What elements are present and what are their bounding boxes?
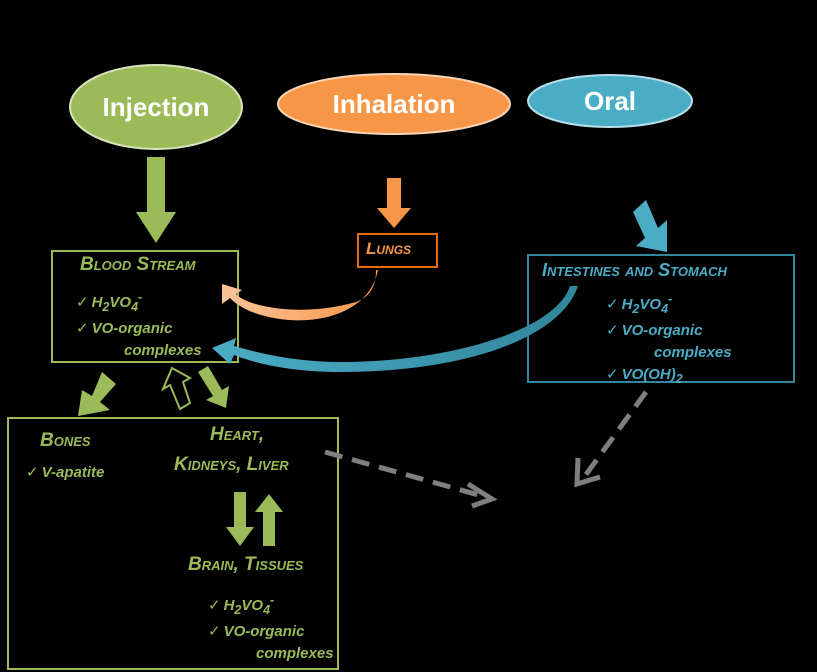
intestines-dashed-arrowhead [574, 457, 601, 488]
injection-ellipse [69, 64, 243, 150]
organs-dashed-arrow [324, 449, 487, 500]
injection-down-arrow [136, 157, 176, 243]
lungs-box [357, 233, 438, 268]
check-icon: ✓ [606, 296, 619, 313]
check-icon: ✓ [76, 320, 89, 337]
blood-item-2: ✓VO-organic [76, 320, 173, 337]
check-icon: ✓ [208, 597, 221, 614]
bones-items: ✓V-apatite [26, 462, 104, 484]
organs-box [7, 417, 339, 670]
brain-item-2: ✓VO-organic [208, 623, 305, 640]
check-icon: ✓ [208, 623, 221, 640]
intestines-items: ✓H2VO4- ✓VO-organic complexes ✓VO(OH)2 [606, 288, 732, 390]
brain-item-2b: complexes [256, 645, 334, 662]
lungs-title: Lungs [366, 239, 412, 258]
brain-title: Brain, Tissues [188, 554, 304, 575]
organs-title-line1: Heart, [210, 424, 265, 445]
blood-item-1: ✓H2VO4- [76, 290, 143, 314]
inhalation-ellipse [277, 73, 511, 135]
oral-label: Oral [583, 85, 637, 116]
check-icon: ✓ [606, 366, 619, 383]
brain-items: ✓H2VO4- ✓VO-organic complexes [208, 589, 334, 665]
lungs-to-blood-arrow [222, 270, 378, 321]
intestines-item-3: ✓VO(OH)2 [606, 366, 683, 386]
blood-to-bones-arrow [78, 372, 116, 416]
bones-title: Bones [40, 430, 91, 451]
intestines-to-blood-arrow [212, 286, 578, 372]
intestines-dashed-arrow [579, 390, 649, 482]
blood-to-organs-arrow [198, 366, 229, 408]
oral-diagonal-arrow [633, 200, 667, 252]
brain-item-1: ✓H2VO4- [208, 593, 275, 617]
blood-stream-box [51, 250, 239, 363]
check-icon: ✓ [76, 294, 89, 311]
bones-item-1: ✓V-apatite [26, 464, 105, 481]
blood-stream-title: Blood Stream [80, 254, 196, 275]
blood-stream-items: ✓H2VO4- ✓VO-organic complexes [76, 286, 202, 362]
organs-title-line2: Kidneys, Liver [174, 454, 289, 475]
check-icon: ✓ [26, 464, 39, 481]
inhalation-down-arrow [377, 178, 411, 228]
organs-to-brain-arrow [226, 492, 254, 546]
inhalation-label: Inhalation [332, 88, 456, 119]
organs-to-blood-arrow [160, 366, 193, 411]
oral-ellipse [527, 74, 693, 128]
intestines-item-2: ✓VO-organic [606, 322, 703, 339]
check-icon: ✓ [606, 322, 619, 339]
intestines-title: Intestines and Stomach [542, 260, 727, 280]
intestines-item-1: ✓H2VO4- [606, 292, 673, 316]
blood-item-2b: complexes [124, 342, 202, 359]
injection-label: Injection [102, 91, 210, 122]
organs-dashed-arrowhead [466, 481, 498, 509]
intestines-box [527, 254, 795, 383]
brain-to-organs-arrow [255, 494, 283, 546]
intestines-item-2b: complexes [654, 344, 732, 361]
